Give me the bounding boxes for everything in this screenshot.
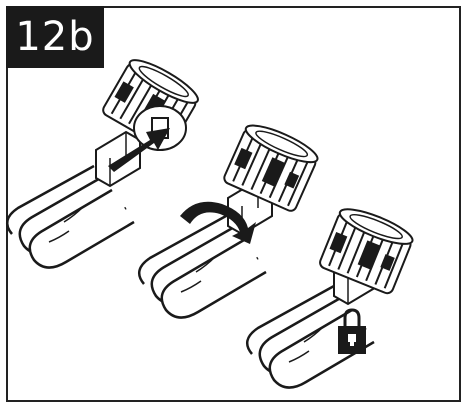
stage-rotate: [137, 117, 323, 319]
padlock-icon: [338, 308, 366, 354]
step-badge: 12b: [6, 6, 104, 68]
push-arrow-icon: [108, 128, 170, 172]
stage-insert: [5, 52, 204, 269]
stage-locked: [245, 201, 418, 389]
rotate-arrow-icon: [180, 201, 256, 244]
